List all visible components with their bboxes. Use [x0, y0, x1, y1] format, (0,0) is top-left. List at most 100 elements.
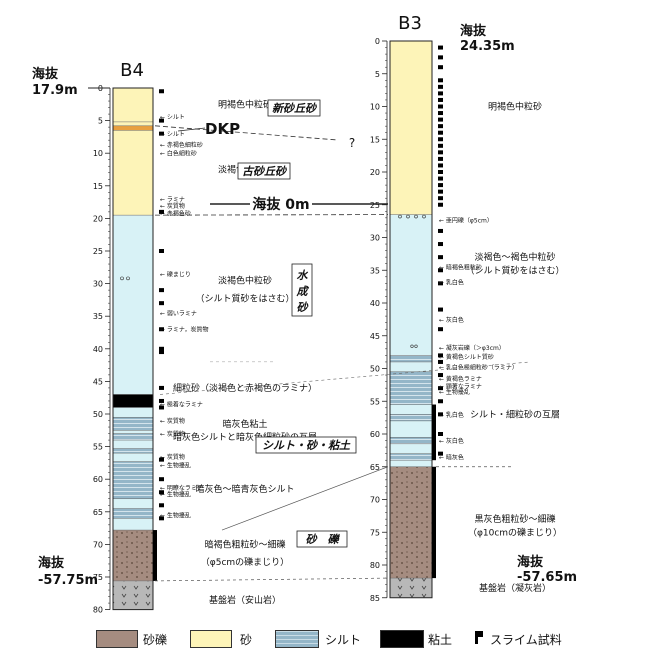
b3-annotation: ← 顕著なラミナ [439, 383, 482, 391]
b3-layer-silt [390, 355, 432, 362]
b4-annotation: ← シルト [160, 114, 185, 121]
b4-description: 暗灰色粘土 [222, 418, 267, 430]
b3-annotation: ← 生物擾乱 [439, 388, 470, 396]
b3-slime-marker [438, 412, 443, 417]
b4-tick-label: 70 [93, 540, 103, 549]
b3-slime-marker [438, 228, 443, 233]
b3-layer-sea [390, 361, 432, 372]
b4-layer-gravel [113, 530, 153, 581]
sand-boundary-correlation [154, 214, 389, 216]
unit-ko-sakyu: 古砂丘砂 [242, 165, 287, 178]
b3-layer-sea [390, 420, 432, 438]
b4-annotation: ← 明瞭なラミナ [160, 484, 203, 492]
unit-suisei-box [291, 263, 313, 317]
legend-swatch-slime-flag [478, 631, 483, 637]
b3-slime-marker [438, 202, 443, 207]
unit-ko-sakyu-box [237, 162, 291, 180]
b4-layer-silt [113, 461, 153, 499]
b3-slime-marker [438, 451, 443, 456]
b3-description: （φ10cmの礫まじり） [468, 526, 562, 538]
b4-layer-sand [113, 88, 153, 122]
b3-annotation: ← 暗灰色 [439, 453, 464, 461]
b3-annotation: ← 乳白色極細粒砂（ラミナ） [439, 364, 518, 372]
b3-pebble [414, 344, 418, 348]
b3-clay-bar [432, 466, 436, 579]
b3-annotation: ← 亜円礫（φ5cm） [439, 216, 493, 224]
b4-slime-marker [159, 503, 164, 508]
b3-slime-marker [438, 183, 443, 188]
b4-top-elev-label: 海抜 [32, 66, 59, 82]
b3-slime-marker [438, 353, 443, 358]
b3-layer-bedrock [390, 578, 432, 598]
b4-slime-marker [159, 350, 164, 355]
b4-layer-silt [113, 448, 153, 454]
b4-tick-label: 45 [93, 377, 103, 386]
b3-pebble [422, 214, 426, 219]
b3-slime-marker [438, 359, 443, 364]
b3-description: （シルト質砂をはさむ） [465, 264, 564, 276]
b3-bottom-elev-label: 海抜 [517, 554, 544, 570]
dkp-question-mark: ? [349, 136, 355, 150]
b3-annotation: ← 灰白色 [439, 437, 464, 445]
b3-tick-label: 40 [370, 299, 380, 308]
b3-slime-marker [438, 97, 443, 102]
b3-tick-label: 35 [370, 266, 380, 275]
b4-tick-label: 30 [93, 280, 103, 289]
b3-slime-marker [438, 143, 443, 148]
b4-tick-label: 65 [93, 508, 103, 517]
b4-pebble [126, 276, 130, 281]
b4-annotation: ← 赤褐色砂 [160, 210, 191, 218]
b4-layer-silt [113, 433, 153, 441]
dkp-leader [177, 127, 206, 132]
b3-pebble [406, 214, 410, 219]
b3-slime-marker [438, 65, 443, 70]
b4-annotation: ← 礫まじり [160, 270, 191, 278]
b4-tick-label: 5 [98, 117, 103, 126]
b4-layer-sea [113, 440, 153, 449]
b3-slime-marker [438, 373, 443, 378]
b4-tick-label: 60 [93, 475, 103, 484]
b4-layer-sea [113, 518, 153, 531]
b4-annotation: ← 白色細粒砂 [160, 150, 197, 158]
b3-description: 明褐色中粒砂 [488, 101, 542, 113]
b4-slime-marker [159, 398, 164, 403]
unit-shin-sakyu-box [267, 99, 321, 117]
b4-layer-sea [113, 407, 153, 418]
b3-slime-marker [438, 268, 443, 273]
b3-slime-marker [438, 104, 443, 109]
b3-description: 黒灰色粗粒砂〜細礫 [474, 513, 555, 525]
b4-annotation: ← シルト [160, 131, 185, 138]
b4-slime-marker [159, 89, 164, 94]
b3-tick-label: 10 [370, 103, 380, 112]
sea-level-label: 海抜 0m [252, 196, 309, 213]
b3-tick-label: 65 [370, 463, 380, 472]
b3-annotation: ← 暗褐色粗粒砂 [439, 263, 482, 271]
b4-tick-label: 10 [93, 149, 103, 158]
b3-layer-gravel [390, 466, 432, 579]
b4-description: 暗灰色〜暗青灰色シルト [195, 483, 294, 495]
b4-slime-marker [159, 288, 164, 293]
b4-description: 基盤岩（安山岩） [209, 594, 281, 606]
b3-top-elev-value: 24.35m [460, 39, 515, 54]
b4-tick-label: 75 [93, 573, 103, 582]
b4-annotation: ← 赤褐色細粒砂 [160, 141, 203, 149]
b4-annotation: ← 炭質物 [160, 430, 185, 438]
b4-description: 明褐色中粒砂 [218, 98, 272, 110]
b4-name: B4 [120, 60, 144, 81]
b4-layer-sea [113, 430, 153, 434]
b4-clay-bar [153, 530, 157, 581]
b4-description: （シルト質砂をはさむ） [195, 293, 294, 305]
b4-tick-label: 40 [93, 345, 103, 354]
b3-annotation: ← 黄褐色ラミナ [439, 375, 482, 383]
b3-description: 基盤岩（凝灰岩） [479, 582, 551, 594]
b4-annotation: ← 生物擾乱 [160, 491, 191, 499]
b4-bottom-elev-label: 海抜 [38, 555, 65, 571]
unit-silt-sand-clay-box [255, 436, 357, 454]
b3-tick-label: 20 [370, 168, 380, 177]
b3-clay-bar [432, 404, 436, 461]
b4-top-elev-value: 17.9m [32, 83, 78, 98]
b4-slime-marker [159, 118, 164, 123]
b3-annotation: ← 凝灰岩礫（＞φ3cm） [439, 344, 505, 352]
b4-tick-label: 15 [93, 182, 103, 191]
